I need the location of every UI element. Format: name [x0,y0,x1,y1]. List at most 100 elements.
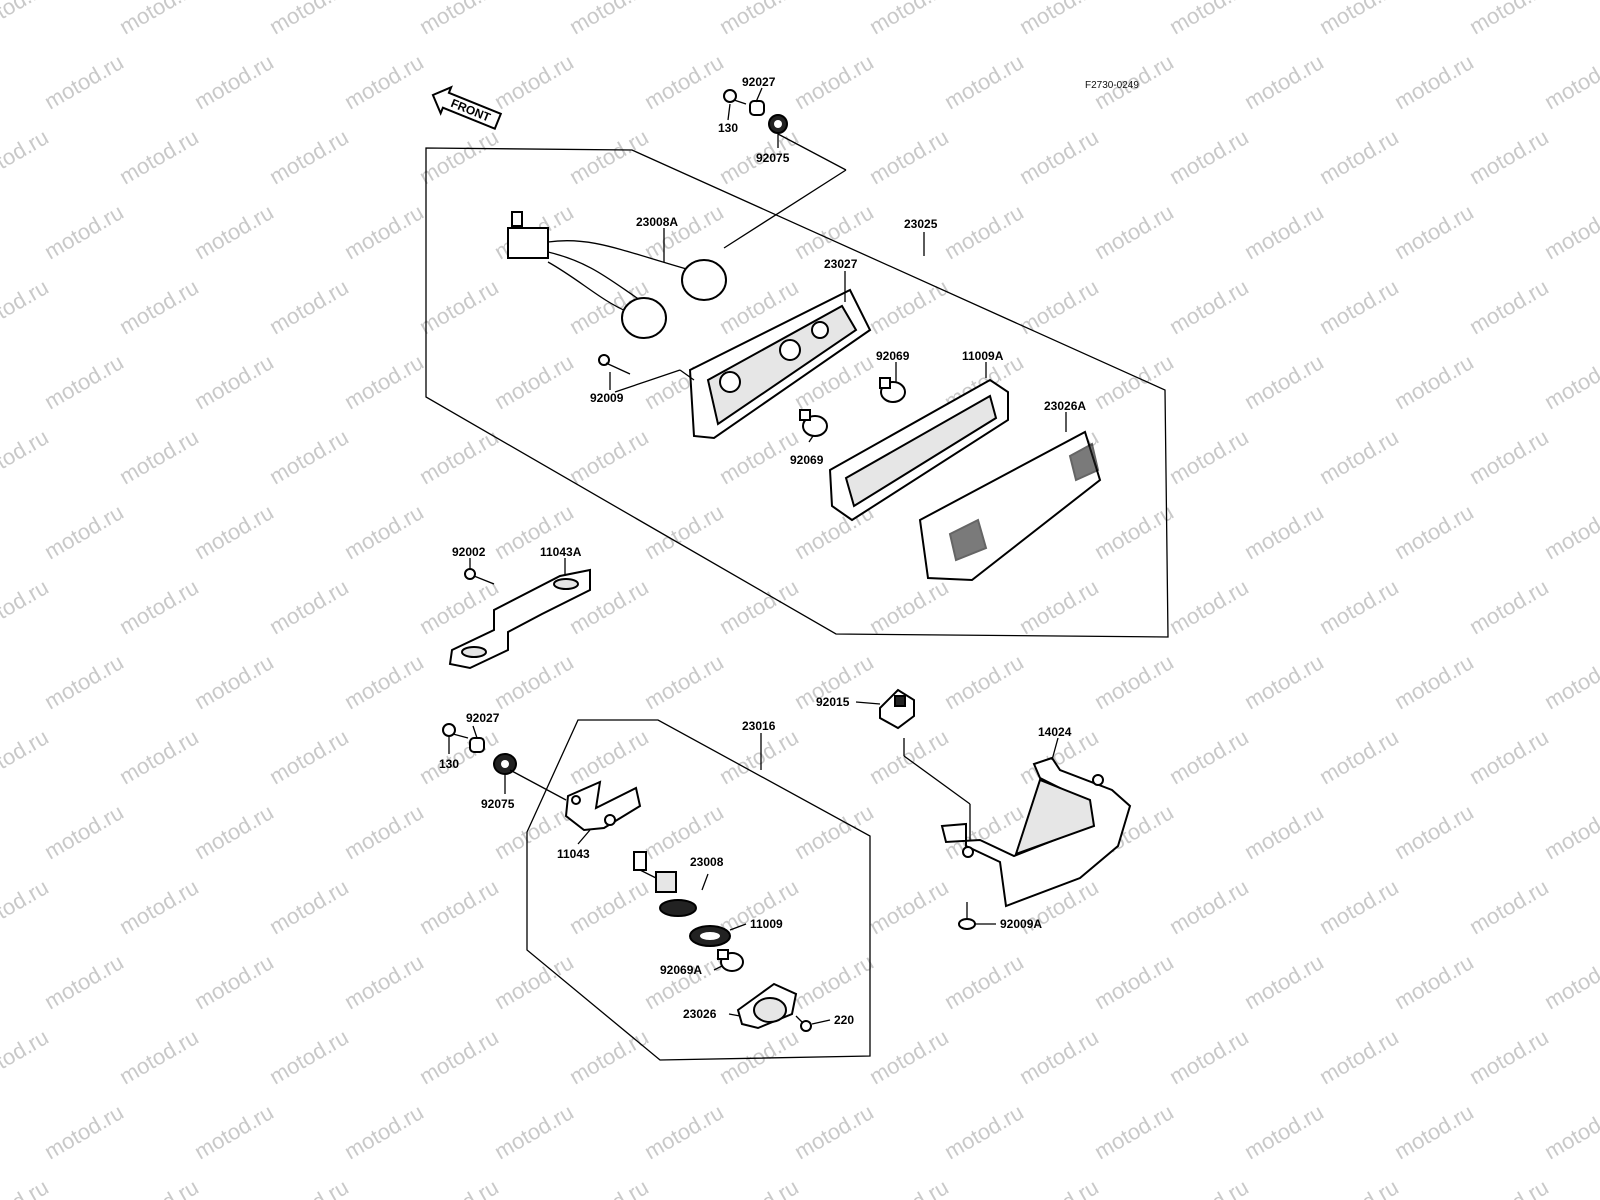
watermark-text: motod.ru [790,799,878,864]
watermark-text: motod.ru [265,274,353,339]
watermark-text: motod.ru [1240,349,1328,414]
leader-lines [448,87,1067,1025]
watermark-text: motod.ru [565,424,653,489]
watermark-text: motod.ru [415,274,503,339]
watermark-text: motod.ru [190,649,278,714]
gasket-11009A-icon [828,378,1009,522]
reflector-cover-14024-icon [940,756,1132,908]
label-130-top: 130 [718,121,738,135]
watermark-text: motod.ru [640,1099,728,1164]
screw-130-top-icon [723,89,747,105]
watermark-text: motod.ru [415,124,503,189]
watermark-text: motod.ru [265,574,353,639]
watermark-text: motod.ru [1165,0,1253,39]
watermark-text: motod.ru [190,499,278,564]
watermark-text: motod.ru [1165,424,1253,489]
wiring-harness-23008A-icon [507,211,727,339]
watermark-text: motod.ru [115,424,203,489]
watermark-text: motod.ru [265,124,353,189]
watermark-text: motod.ru [340,49,428,114]
watermark-text: motod.ru [115,1024,203,1089]
watermark-text: motod.ru [1315,1174,1403,1200]
assembly-outline-23016 [526,719,871,1061]
watermark-text: motod.ru [640,649,728,714]
watermark-text: motod.ru [1315,274,1403,339]
watermark-text: motod.ru [0,274,53,339]
watermark-text: motod.ru [415,874,503,939]
watermark-text: motod.ru [865,274,953,339]
watermark-text: motod.ru [1015,1174,1103,1200]
label-92069-b: 92069 [790,453,824,467]
watermark-text: motod.ru [1240,799,1328,864]
watermark-text: motod.ru [340,499,428,564]
watermark-text: motod.ru [640,199,728,264]
watermark-text: motod.ru [865,1024,953,1089]
watermark-text: motod.ru [1090,1099,1178,1164]
watermark-text: motod.ru [0,574,53,639]
watermark-text: motod.ru [1465,724,1553,789]
watermark-text: motod.ru [1165,274,1253,339]
watermark-text: motod.ru [40,199,128,264]
watermark-text: motod.ru [565,0,653,39]
watermark-text: motod.ru [640,499,728,564]
front-arrow-icon: FRONT [431,85,503,130]
label-23008A: 23008A [636,215,678,229]
bulb-92069A-icon [717,949,744,972]
watermark-text: motod.ru [1240,1099,1328,1164]
watermark-text: motod.ru [265,424,353,489]
drawing-code: F2730-0249 [1085,80,1139,91]
watermark-text: motod.ru [1540,799,1600,864]
watermark-text: motod.ru [1015,1024,1103,1089]
label-23025: 23025 [904,217,938,231]
watermark-text: motod.ru [1165,124,1253,189]
watermark-text: motod.ru [1465,124,1553,189]
watermark-text: motod.ru [940,199,1028,264]
lamp-housing-23027-icon [688,288,872,440]
watermark-text: motod.ru [1465,1024,1553,1089]
watermark-text: motod.ru [340,949,428,1014]
watermark-text: motod.ru [940,949,1028,1014]
watermark-text: motod.ru [565,874,653,939]
watermark-text: motod.ru [865,574,953,639]
watermark-text: motod.ru [1390,199,1478,264]
watermark-text: motod.ru [1390,49,1478,114]
label-92069A: 92069A [660,963,702,977]
watermark-text: motod.ru [1315,874,1403,939]
gasket-11009-icon [689,925,731,947]
watermark-text: motod.ru [1315,724,1403,789]
part-labels: 92027 130 92075 23025 23008A 23027 92069… [439,75,1086,1027]
watermark-text: motod.ru [115,274,203,339]
watermark-text: motod.ru [490,1099,578,1164]
collar-92027-bot-icon [469,737,485,753]
watermark-text: motod.ru [40,649,128,714]
watermark-text: motod.ru [565,724,653,789]
label-23026A: 23026A [1044,399,1086,413]
watermark-text: motod.ru [1465,274,1553,339]
watermark-text: motod.ru [1165,1024,1253,1089]
watermark-text: motod.ru [1315,0,1403,39]
watermark-text: motod.ru [1015,124,1103,189]
socket-23008-icon [633,851,697,917]
label-23026: 23026 [683,1007,717,1021]
watermark-text: motod.ru [115,724,203,789]
watermark-text: motod.ru [115,1174,203,1200]
watermark-text: motod.ru [265,724,353,789]
watermark-text: motod.ru [265,1174,353,1200]
watermark-text: motod.ru [1315,574,1403,639]
watermark-text: motod.ru [565,124,653,189]
label-14024: 14024 [1038,725,1072,739]
watermark-text: motod.ru [1090,649,1178,714]
label-23027: 23027 [824,257,858,271]
watermark-text: motod.ru [940,49,1028,114]
watermark-text: motod.ru [715,1024,803,1089]
watermark-text: motod.ru [265,0,353,39]
assembly-outline-23025 [425,147,1169,638]
watermark-text: motod.ru [1015,274,1103,339]
watermark-text: motod.ru [340,349,428,414]
watermark-text: motod.ru [1390,649,1478,714]
label-11009A: 11009A [962,349,1004,363]
watermark-text: motod.ru [1090,499,1178,564]
watermark-text: motod.ru [1090,949,1178,1014]
front-label: FRONT [449,96,493,125]
watermark-text: motod.ru [715,1174,803,1200]
